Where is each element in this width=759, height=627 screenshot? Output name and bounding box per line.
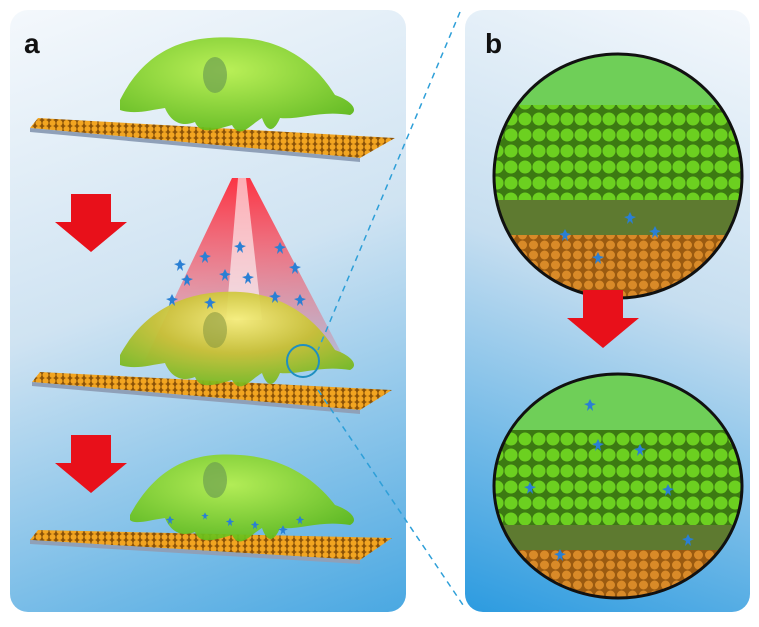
zoom-line-top (317, 11, 461, 351)
cell-bottom (130, 454, 355, 542)
membrane-zoom-after (492, 372, 744, 600)
substrate-top (30, 118, 395, 162)
zoom-line-bottom (317, 389, 464, 606)
panel-b-label: b (485, 28, 503, 59)
panel-a-label: a (24, 28, 40, 59)
cell-top (120, 37, 355, 132)
substrate-bottom (30, 530, 392, 564)
cell-middle-heated (120, 291, 355, 387)
substrate-middle (32, 372, 392, 414)
zoom-region-circle (286, 344, 320, 378)
membrane-zoom-before (492, 52, 744, 300)
process-arrow-2 (55, 435, 127, 493)
process-arrow-1 (55, 194, 127, 252)
